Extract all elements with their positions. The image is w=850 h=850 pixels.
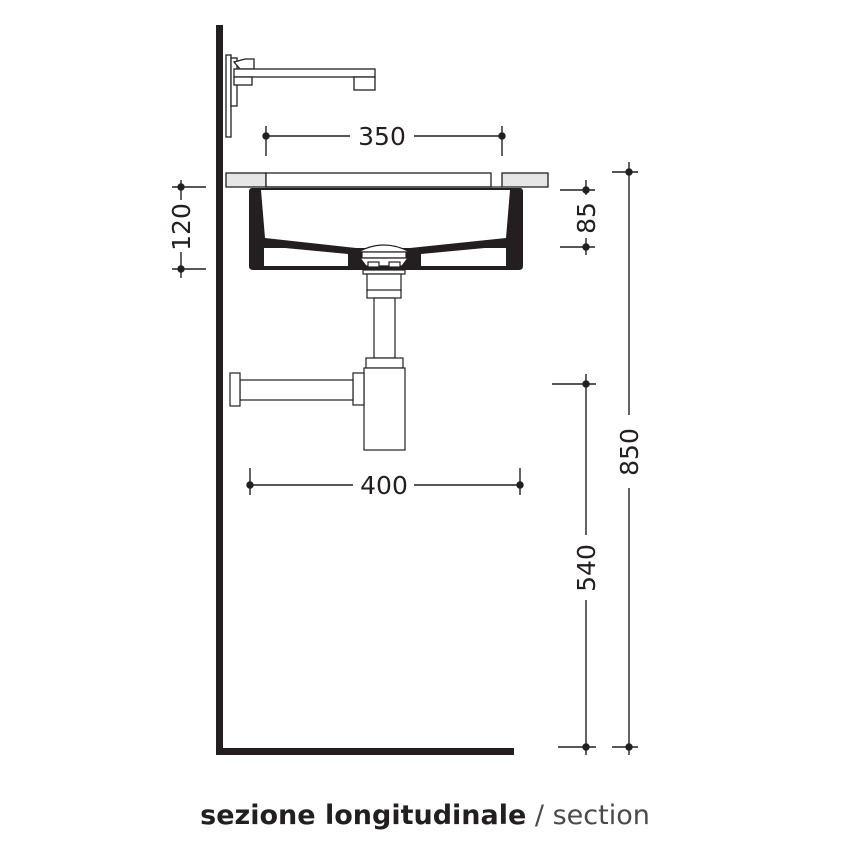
drain-valve-icon [357, 244, 411, 275]
faucet-icon [225, 54, 376, 138]
dim-400: 400 [360, 471, 408, 500]
dimension-lines [172, 126, 638, 755]
caption-sub: section [552, 800, 650, 831]
floor [216, 748, 514, 755]
caption-main: sezione longitudinale [200, 800, 527, 831]
basin [248, 188, 523, 270]
bottle-trap-icon [229, 273, 406, 451]
drawing-caption: sezione longitudinale / section [0, 800, 850, 831]
wall [216, 25, 223, 755]
wall-floor [216, 25, 514, 755]
dim-350: 350 [358, 122, 406, 151]
dim-850: 850 [615, 428, 644, 476]
caption-separator: / [526, 800, 553, 831]
countertop [225, 172, 549, 188]
dim-85: 85 [572, 202, 601, 234]
dim-540: 540 [572, 544, 601, 592]
dim-120: 120 [167, 203, 196, 251]
